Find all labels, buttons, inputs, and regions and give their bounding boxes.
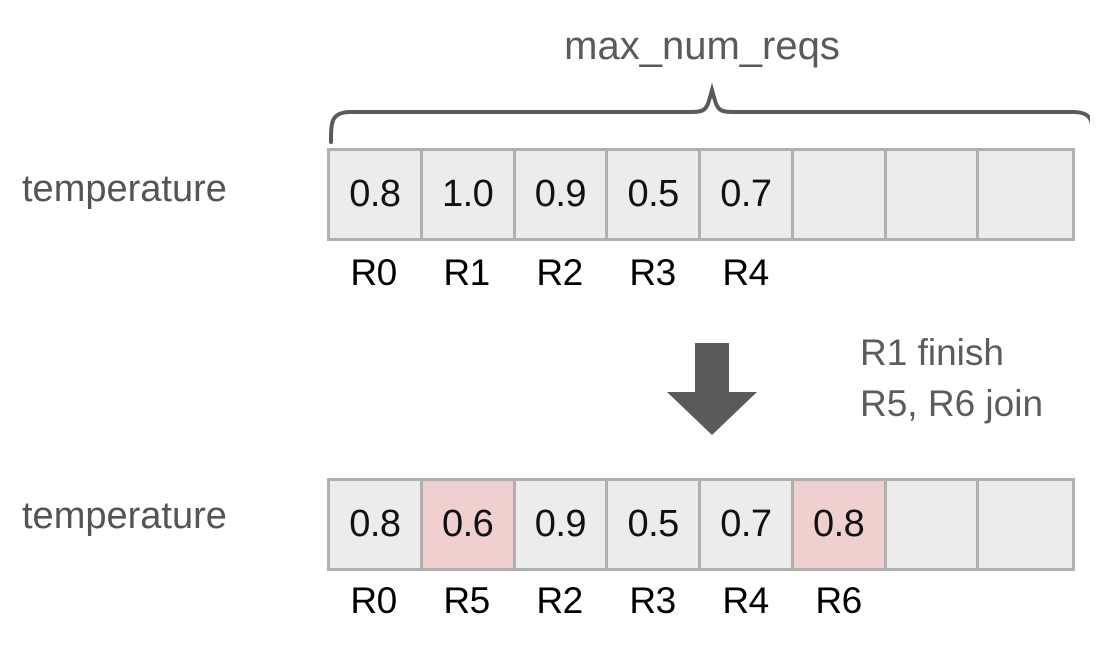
array-cell-empty[interactable] bbox=[793, 151, 887, 238]
request-id-label: R4 bbox=[722, 252, 769, 293]
cell-value: 0.7 bbox=[720, 503, 772, 545]
array-cell[interactable]: 0.9 bbox=[515, 481, 609, 568]
cell-value: 0.5 bbox=[627, 173, 679, 215]
array-cell[interactable]: 0.5 bbox=[608, 151, 701, 238]
array-cell[interactable]: 0.9 bbox=[515, 151, 609, 238]
array-cell-highlighted[interactable]: 0.6 bbox=[422, 481, 516, 568]
request-id-labels-after: R0 R5 R2 R3 R4 R6 bbox=[327, 580, 1075, 622]
temperature-array-before: 0.8 1.0 0.9 0.5 0.7 bbox=[327, 148, 1075, 241]
curly-brace-icon bbox=[320, 80, 1095, 155]
cell-value: 0.7 bbox=[720, 173, 772, 215]
request-id-labels-before: R0 R1 R2 R3 R4 bbox=[327, 252, 1075, 294]
array-cell-empty[interactable] bbox=[979, 151, 1072, 238]
array-cell[interactable]: 0.7 bbox=[701, 151, 794, 238]
temperature-array-after: 0.8 0.6 0.9 0.5 0.7 0.8 bbox=[327, 478, 1075, 571]
request-id-label: R0 bbox=[350, 252, 397, 293]
request-id-label: R2 bbox=[536, 580, 583, 621]
cell-value: 0.8 bbox=[349, 173, 401, 215]
array-cell-empty[interactable] bbox=[886, 481, 980, 568]
request-id-label: R3 bbox=[629, 580, 676, 621]
request-id-label bbox=[885, 252, 978, 294]
request-id-label: R6 bbox=[815, 580, 862, 621]
cell-value: 0.6 bbox=[441, 503, 494, 545]
array-cell[interactable]: 0.8 bbox=[330, 481, 423, 568]
request-id-label bbox=[978, 252, 1071, 294]
cell-value: 1.0 bbox=[441, 173, 494, 215]
page-title: max_num_reqs bbox=[0, 24, 1110, 69]
cell-value: 0.5 bbox=[627, 503, 679, 545]
request-id-label bbox=[792, 252, 885, 294]
array-cell[interactable]: 0.5 bbox=[608, 481, 701, 568]
array-cell-empty[interactable] bbox=[979, 481, 1072, 568]
cell-value: 0.8 bbox=[812, 503, 865, 545]
cell-value: 0.9 bbox=[534, 503, 587, 545]
array-cell[interactable]: 0.8 bbox=[330, 151, 423, 238]
array-cell-empty[interactable] bbox=[886, 151, 980, 238]
request-id-label: R5 bbox=[443, 580, 490, 621]
array-cell[interactable]: 0.7 bbox=[701, 481, 794, 568]
row-label-temperature-before: temperature bbox=[22, 168, 227, 210]
cell-value: 0.8 bbox=[349, 503, 401, 545]
max-num-reqs-label: max_num_reqs bbox=[564, 24, 840, 68]
request-id-label bbox=[885, 580, 978, 622]
request-id-label: R3 bbox=[629, 252, 676, 293]
down-arrow-icon bbox=[664, 340, 760, 441]
transition-notes: R1 finish R5, R6 join bbox=[860, 327, 1043, 429]
request-id-label: R2 bbox=[536, 252, 583, 293]
transition-note-line: R5, R6 join bbox=[860, 383, 1044, 424]
array-cell-highlighted[interactable]: 0.8 bbox=[793, 481, 887, 568]
request-id-label bbox=[978, 580, 1071, 622]
transition-note-line: R1 finish bbox=[860, 332, 1004, 373]
array-cell[interactable]: 1.0 bbox=[422, 151, 516, 238]
row-label-temperature-after: temperature bbox=[22, 495, 227, 537]
request-id-label: R1 bbox=[443, 252, 490, 293]
request-id-label: R4 bbox=[722, 580, 769, 621]
cell-value: 0.9 bbox=[534, 173, 587, 215]
request-id-label: R0 bbox=[350, 580, 397, 621]
